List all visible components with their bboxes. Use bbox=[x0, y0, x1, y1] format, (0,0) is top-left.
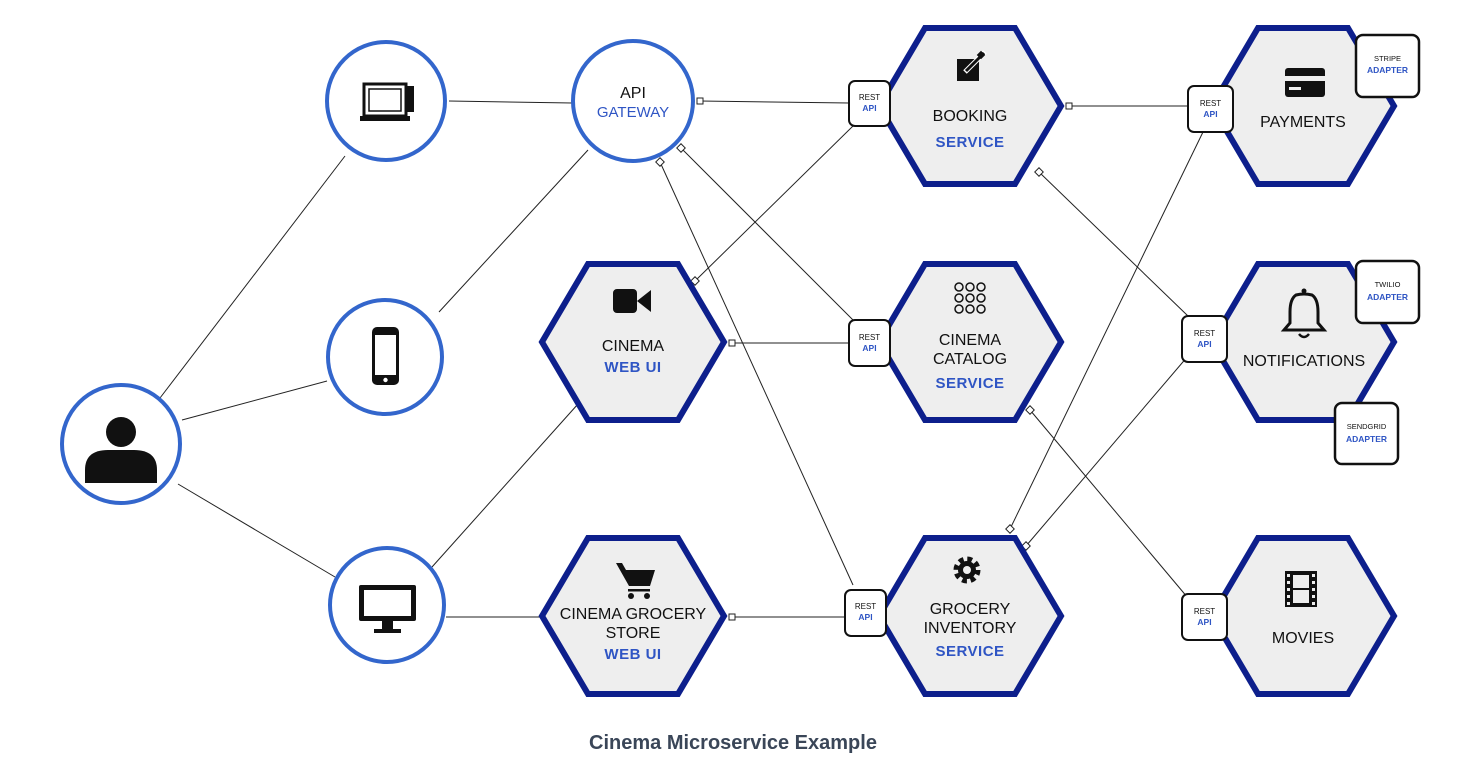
rest-label: REST bbox=[859, 93, 880, 102]
rest-api-badge-inventory[interactable]: REST API bbox=[844, 589, 887, 637]
rest-api-badge-movies[interactable]: REST API bbox=[1181, 593, 1228, 641]
rest-api-badge-booking[interactable]: REST API bbox=[848, 80, 891, 127]
edge-desktop-cinema-ui bbox=[431, 403, 579, 568]
edit-icon bbox=[957, 50, 987, 81]
gear-icon bbox=[953, 556, 981, 584]
sendgrid-adapter-badge[interactable]: SENDGRID ADAPTER bbox=[1333, 401, 1400, 466]
rest-api-badge-catalog[interactable]: REST API bbox=[848, 319, 891, 367]
payments-label: PAYMENTS bbox=[1260, 114, 1346, 131]
inventory-line2: INVENTORY bbox=[924, 620, 1017, 637]
twilio-label: TWILIO bbox=[1375, 280, 1401, 289]
kiosk-node[interactable] bbox=[325, 40, 447, 162]
stripe-adapter-badge[interactable]: STRIPE ADAPTER bbox=[1354, 33, 1421, 99]
desktop-node[interactable] bbox=[328, 546, 446, 664]
connector-lines bbox=[159, 100, 1204, 618]
adapter-label: ADAPTER bbox=[1367, 65, 1408, 75]
user-node[interactable] bbox=[60, 383, 182, 505]
credit-card-icon bbox=[1285, 68, 1325, 97]
shopping-cart-icon bbox=[616, 563, 655, 599]
edge-user-kiosk bbox=[159, 155, 346, 399]
rest-label: REST bbox=[1200, 99, 1221, 108]
grocery-ui-line3: WEB UI bbox=[604, 646, 661, 663]
kiosk-icon bbox=[360, 82, 414, 121]
api-label: API bbox=[1197, 339, 1211, 349]
port bbox=[1065, 102, 1073, 110]
grocery-ui-line1: CINEMA GROCERY bbox=[560, 606, 707, 623]
gateway-line2: GATEWAY bbox=[597, 104, 669, 121]
api-label: API bbox=[1203, 109, 1217, 119]
port bbox=[676, 143, 686, 153]
edge-mobile-gateway bbox=[438, 149, 589, 313]
booking-line2: SERVICE bbox=[935, 134, 1004, 151]
mobile-phone-icon bbox=[372, 327, 399, 385]
edge-kiosk-gateway bbox=[448, 100, 573, 104]
port bbox=[690, 276, 700, 286]
catalog-line1: CINEMA bbox=[939, 332, 1002, 349]
rest-api-badge-notifications[interactable]: REST API bbox=[1181, 315, 1228, 363]
grid-dots-icon bbox=[954, 282, 986, 314]
port bbox=[655, 157, 665, 167]
booking-line1: BOOKING bbox=[933, 108, 1008, 125]
cinema-web-ui-node[interactable]: CINEMA WEB UI bbox=[538, 261, 728, 423]
grocery-ui-line2: STORE bbox=[606, 625, 661, 642]
edge-gateway-inventory bbox=[659, 161, 854, 586]
diagram-caption: Cinema Microservice Example bbox=[589, 732, 877, 754]
payments-service-node[interactable]: PAYMENTS bbox=[1208, 25, 1398, 187]
port bbox=[728, 613, 736, 621]
edge-user-mobile bbox=[181, 380, 328, 421]
edge-user-desktop bbox=[177, 483, 336, 578]
mobile-node[interactable] bbox=[326, 298, 444, 416]
edge-booking-notifications bbox=[1038, 171, 1189, 317]
desktop-monitor-icon bbox=[359, 585, 416, 633]
booking-service-node[interactable]: BOOKING SERVICE bbox=[875, 25, 1065, 187]
edge-inventory-payments bbox=[1009, 131, 1204, 530]
grocery-store-web-ui-node[interactable]: CINEMA GROCERY STORE WEB UI bbox=[538, 535, 728, 697]
inventory-line1: GROCERY bbox=[930, 601, 1011, 618]
adapter-label: ADAPTER bbox=[1367, 292, 1408, 302]
cinema-ui-line2: WEB UI bbox=[604, 359, 661, 376]
cinema-ui-line1: CINEMA bbox=[602, 338, 665, 355]
api-label: API bbox=[858, 612, 872, 622]
edge-catalog-movies bbox=[1029, 409, 1189, 599]
rest-label: REST bbox=[1194, 329, 1215, 338]
edge-inventory-notifications bbox=[1025, 355, 1189, 547]
bell-icon bbox=[1280, 288, 1328, 339]
api-label: API bbox=[862, 103, 876, 113]
film-strip-icon bbox=[1285, 571, 1317, 607]
edge-gateway-catalog bbox=[680, 147, 854, 321]
adapter-label: ADAPTER bbox=[1346, 434, 1387, 444]
rest-label: REST bbox=[859, 333, 880, 342]
edge-gateway-booking bbox=[699, 100, 850, 104]
gateway-line1: API bbox=[620, 85, 646, 102]
video-camera-icon bbox=[613, 289, 651, 313]
notifications-label: NOTIFICATIONS bbox=[1243, 353, 1365, 370]
catalog-line3: SERVICE bbox=[935, 375, 1004, 392]
port bbox=[1005, 524, 1015, 534]
port bbox=[1034, 167, 1044, 177]
port bbox=[1025, 405, 1035, 415]
stripe-label: STRIPE bbox=[1374, 54, 1401, 63]
grocery-inventory-service-node[interactable]: GROCERY INVENTORY SERVICE bbox=[875, 535, 1065, 697]
catalog-line2: CATALOG bbox=[933, 351, 1007, 368]
cinema-catalog-service-node[interactable]: CINEMA CATALOG SERVICE bbox=[875, 261, 1065, 423]
api-label: API bbox=[1197, 617, 1211, 627]
rest-label: REST bbox=[855, 602, 876, 611]
user-icon bbox=[85, 417, 157, 483]
api-label: API bbox=[862, 343, 876, 353]
inventory-line3: SERVICE bbox=[935, 643, 1004, 660]
port bbox=[696, 97, 704, 105]
rest-label: REST bbox=[1194, 607, 1215, 616]
sendgrid-label: SENDGRID bbox=[1347, 422, 1387, 431]
movies-label: MOVIES bbox=[1272, 630, 1334, 647]
movies-service-node[interactable]: MOVIES bbox=[1208, 535, 1398, 697]
connector-ports bbox=[655, 97, 1073, 621]
edge-cinemaui-booking bbox=[694, 125, 854, 282]
api-gateway-node[interactable]: API GATEWAY bbox=[571, 39, 695, 163]
twilio-adapter-badge[interactable]: TWILIO ADAPTER bbox=[1354, 259, 1421, 325]
rest-api-badge-payments[interactable]: REST API bbox=[1187, 85, 1234, 133]
port bbox=[728, 339, 736, 347]
